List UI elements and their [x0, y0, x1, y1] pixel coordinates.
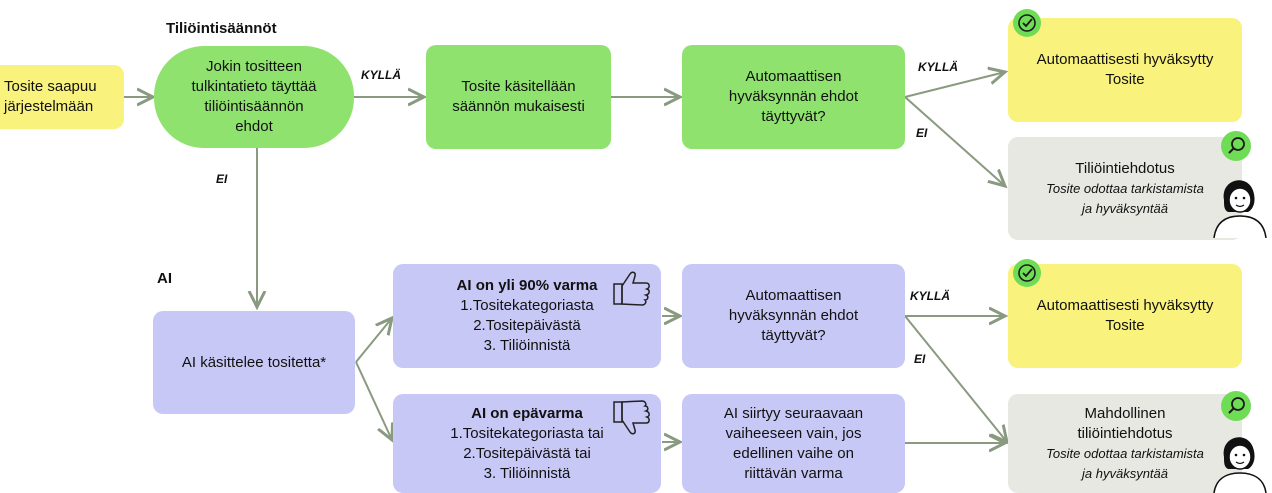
- auto-check-bottom-line1: Automaattisen: [745, 287, 842, 304]
- approved-bottom-node: Automaattisesti hyväksytty Tosite: [1008, 264, 1242, 368]
- ai-sure-item3: 3. Tiliöinnistä: [483, 337, 571, 354]
- magnifier-icon: [1221, 391, 1251, 421]
- approved-bottom-line2: Tosite: [1105, 317, 1145, 334]
- ai-sure-item2: 2.Tositepäivästä: [473, 317, 581, 334]
- rules-heading: Tiliöintisäännöt: [166, 20, 277, 37]
- approved-bottom-line1: Automaattisesti hyväksytty: [1036, 297, 1214, 314]
- auto-check-bottom-node: Automaattisen hyväksynnän ehdot täyttyvä…: [682, 264, 905, 368]
- suggestion-top-line3: ja hyväksyntää: [1082, 200, 1168, 216]
- ai-unsure-item3: 3. Tiliöinnistä: [483, 464, 571, 482]
- edge-label-yes-rule: KYLLÄ: [361, 68, 401, 82]
- rule-check-line4: ehdot: [235, 118, 273, 135]
- next-phase-line4: riittävän varma: [744, 464, 843, 482]
- edge-label-no-bottom: EI: [914, 352, 926, 366]
- arrow-ai-to-unsure: [355, 361, 392, 440]
- ai-sure-title: AI on yli 90% varma: [456, 277, 598, 294]
- suggestion-top-line2: Tosite odottaa tarkistamista: [1046, 180, 1204, 196]
- approved-top-line2: Tosite: [1105, 71, 1145, 88]
- suggestion-top-node: Tiliöintiehdotus Tosite odottaa tarkista…: [1008, 137, 1242, 240]
- auto-check-top-line2: hyväksynnän ehdot: [728, 88, 859, 105]
- ai-sure-node: AI on yli 90% varma 1.Tositekategoriasta…: [393, 264, 661, 368]
- person-icon: [1213, 437, 1267, 493]
- auto-check-bottom-line2: hyväksynnän ehdot: [728, 307, 859, 324]
- next-phase-line1: AI siirtyy seuraavaan: [723, 404, 864, 422]
- edge-label-no-rule: EI: [216, 172, 228, 186]
- arrow-ai-to-sure: [355, 318, 392, 363]
- ai-process-node: AI käsittelee tositetta*: [153, 311, 355, 414]
- next-phase-line3: edellinen vaihe on: [733, 444, 854, 462]
- suggestion-bottom-line3: Tosite odottaa tarkistamista: [1046, 445, 1204, 461]
- suggestion-bottom-line1: Mahdollinen: [1084, 404, 1166, 422]
- magnifier-icon: [1221, 131, 1251, 161]
- start-node: Tosite saapuu järjestelmään: [0, 65, 124, 129]
- ai-unsure-title: AI on epävarma: [471, 404, 583, 422]
- auto-check-bottom-line3: täyttyvät?: [761, 327, 826, 344]
- suggestion-top-line1: Tiliöintiehdotus: [1075, 159, 1175, 177]
- arrow-check-to-suggestion: [904, 96, 1005, 186]
- ai-sure-item1: 1.Tositekategoriasta: [460, 297, 594, 314]
- approved-top-line1: Automaattisesti hyväksytty: [1036, 51, 1214, 68]
- next-phase-line2: vaiheeseen vain, jos: [725, 424, 862, 442]
- edge-label-no-top: EI: [916, 126, 928, 140]
- arrow-check2-to-suggestion: [904, 315, 1007, 442]
- check-circle-icon: [1013, 259, 1041, 287]
- rule-check-line3: tiliöintisäännön: [204, 98, 304, 115]
- ai-process-text: AI käsittelee tositetta*: [181, 353, 327, 371]
- ai-unsure-node: AI on epävarma 1.Tositekategoriasta tai …: [393, 394, 661, 493]
- suggestion-bottom-node: Mahdollinen tiliöintiehdotus Tosite odot…: [1008, 394, 1242, 493]
- auto-check-top-node: Automaattisen hyväksynnän ehdot täyttyvä…: [682, 45, 905, 149]
- auto-check-top-line1: Automaattisen: [745, 68, 842, 85]
- arrow-check-to-approved: [904, 72, 1005, 98]
- suggestion-bottom-line4: ja hyväksyntää: [1082, 465, 1168, 481]
- edge-label-yes-bottom: KYLLÄ: [910, 289, 950, 303]
- rule-check-line2: tulkintatieto täyttää: [191, 78, 317, 95]
- start-line1: Tosite saapuu: [4, 78, 97, 95]
- next-phase-node: AI siirtyy seuraavaan vaiheeseen vain, j…: [682, 394, 905, 493]
- approved-top-node: Automaattisesti hyväksytty Tosite: [1008, 18, 1242, 122]
- suggestion-bottom-line2: tiliöintiehdotus: [1077, 424, 1173, 442]
- rule-check-line1: Jokin tositteen: [206, 58, 302, 75]
- processed-line2: säännön mukaisesti: [452, 98, 585, 115]
- ai-unsure-item1: 1.Tositekategoriasta tai: [450, 424, 604, 442]
- ai-heading: AI: [157, 270, 172, 287]
- rule-check-node: Jokin tositteen tulkintatieto täyttää ti…: [154, 46, 354, 148]
- thumbs-down-icon: [613, 400, 650, 435]
- auto-check-top-line3: täyttyvät?: [761, 108, 826, 125]
- processed-line1: Tosite käsitellään: [461, 78, 576, 95]
- thumbs-up-icon: [613, 271, 650, 306]
- processed-node: Tosite käsitellään säännön mukaisesti: [426, 45, 611, 149]
- ai-unsure-item2: 2.Tositepäivästä tai: [463, 444, 591, 462]
- edge-label-yes-top: KYLLÄ: [918, 60, 958, 74]
- start-line2: järjestelmään: [4, 98, 94, 115]
- person-icon: [1213, 180, 1267, 238]
- check-circle-icon: [1013, 9, 1041, 37]
